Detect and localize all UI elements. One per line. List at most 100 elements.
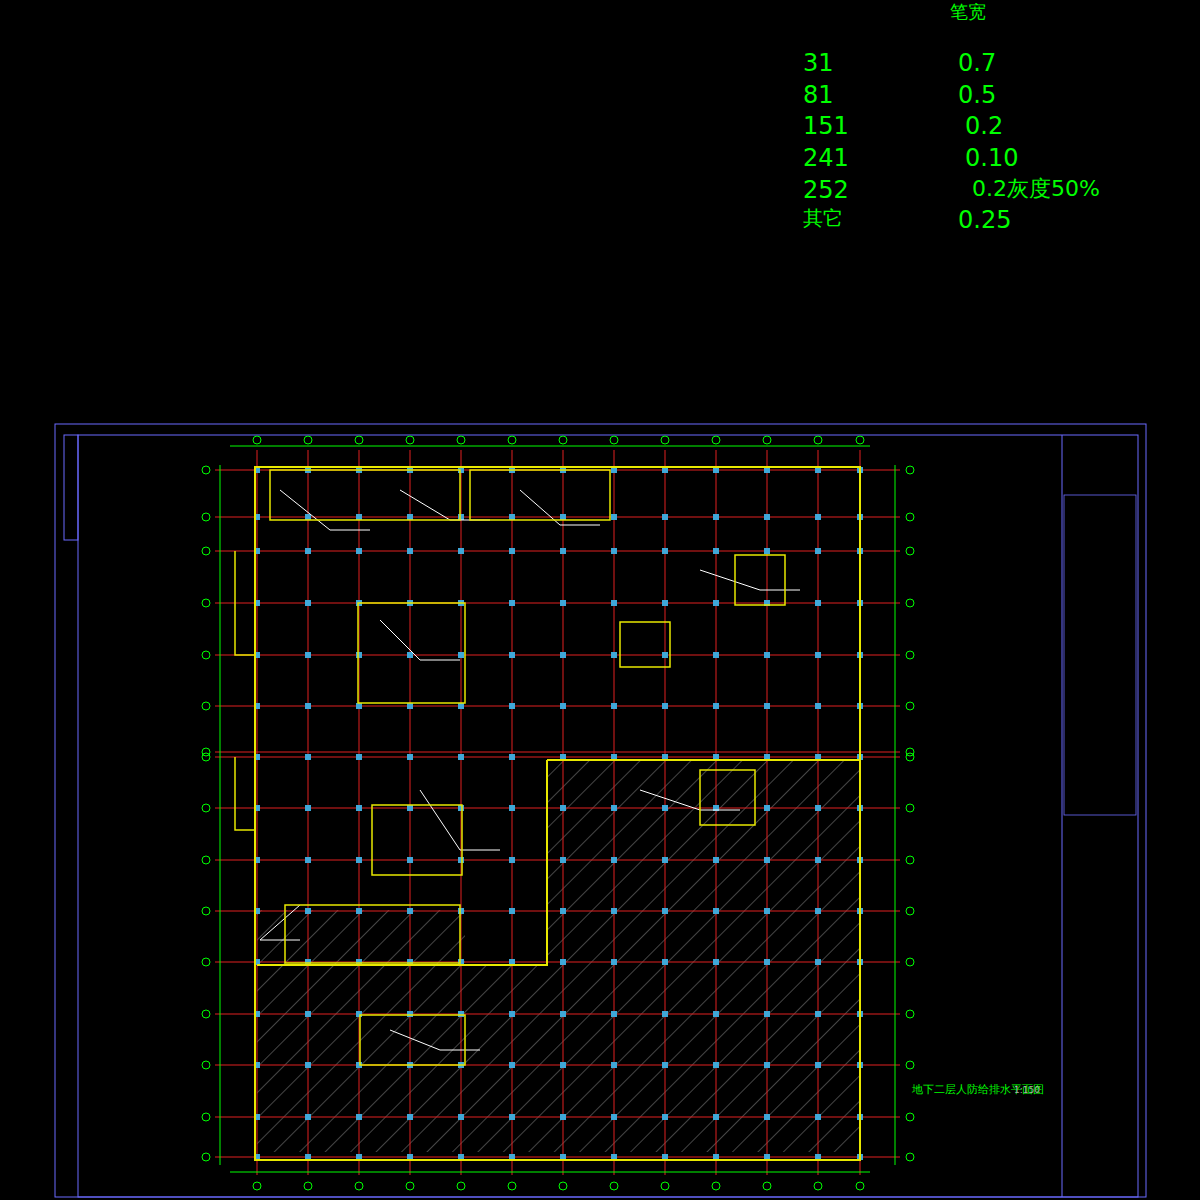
axis-bubble [906, 702, 914, 710]
column [764, 908, 770, 914]
room [735, 555, 785, 605]
axis-bubble [355, 436, 363, 444]
column [611, 959, 617, 965]
column [764, 703, 770, 709]
axis-line [215, 655, 900, 656]
column [713, 703, 719, 709]
wall [257, 760, 547, 965]
axis-line [215, 1157, 900, 1158]
leader-line [560, 525, 600, 526]
leader-line [330, 530, 370, 531]
dimension-line [230, 1172, 870, 1173]
column [713, 1011, 719, 1017]
axis-bubble [906, 547, 914, 555]
column [458, 805, 464, 811]
column [560, 1011, 566, 1017]
column [713, 857, 719, 863]
column [815, 908, 821, 914]
axis-bubble [202, 702, 210, 710]
column [662, 1114, 668, 1120]
column [662, 857, 668, 863]
axis-bubble [559, 1182, 567, 1190]
pen-table-cell: 151 [803, 113, 849, 139]
leader-line [640, 790, 700, 810]
dimension-line [220, 465, 221, 1165]
axis-bubble [906, 804, 914, 812]
column [305, 857, 311, 863]
column [611, 703, 617, 709]
dimension-line [230, 446, 870, 447]
axis-bubble [355, 1182, 363, 1190]
column [662, 600, 668, 606]
column [458, 908, 464, 914]
room [358, 603, 465, 703]
column [764, 514, 770, 520]
axis-line [215, 1014, 900, 1015]
column [662, 652, 668, 658]
room [372, 805, 462, 875]
axis-line [215, 706, 900, 707]
axis-line [215, 757, 900, 758]
column [305, 1062, 311, 1068]
column [611, 652, 617, 658]
column [662, 805, 668, 811]
outer-wall [255, 467, 860, 1160]
column [356, 652, 362, 658]
column [764, 1114, 770, 1120]
room [360, 1015, 465, 1065]
column [509, 754, 515, 760]
column [611, 1011, 617, 1017]
column [458, 1114, 464, 1120]
leader-line [380, 620, 420, 660]
column [305, 514, 311, 520]
drawing-title: 1:150 [1014, 1086, 1040, 1096]
column [764, 652, 770, 658]
column [305, 652, 311, 658]
leader-line [260, 905, 300, 940]
leader-line [460, 850, 500, 851]
column [509, 514, 515, 520]
column [662, 959, 668, 965]
column [356, 548, 362, 554]
room [285, 905, 460, 963]
column [764, 1062, 770, 1068]
axis-bubble [202, 958, 210, 966]
axis-bubble [712, 1182, 720, 1190]
column [611, 1114, 617, 1120]
axis-bubble [202, 547, 210, 555]
column [509, 908, 515, 914]
column [509, 1114, 515, 1120]
axis-bubble [906, 466, 914, 474]
axis-bubble [814, 436, 822, 444]
column [611, 548, 617, 554]
column [611, 1062, 617, 1068]
column [764, 959, 770, 965]
column [611, 908, 617, 914]
axis-bubble [508, 1182, 516, 1190]
axis-bubble [202, 856, 210, 864]
column [815, 703, 821, 709]
axis-line [215, 603, 900, 604]
axis-bubble [406, 436, 414, 444]
column [713, 548, 719, 554]
axis-bubble [906, 958, 914, 966]
column [407, 805, 413, 811]
axis-bubble [906, 1113, 914, 1121]
axis-bubble [763, 436, 771, 444]
binding-strip [64, 435, 78, 540]
column [407, 857, 413, 863]
axis-line [215, 517, 900, 518]
column [509, 857, 515, 863]
column [407, 652, 413, 658]
column [407, 908, 413, 914]
column [611, 514, 617, 520]
column [560, 1114, 566, 1120]
column [560, 959, 566, 965]
room [270, 470, 460, 520]
pen-table-cell: 0.5 [958, 82, 996, 108]
column [713, 1062, 719, 1068]
pen-table-cell: 241 [803, 145, 849, 171]
axis-bubble [610, 436, 618, 444]
column [815, 857, 821, 863]
